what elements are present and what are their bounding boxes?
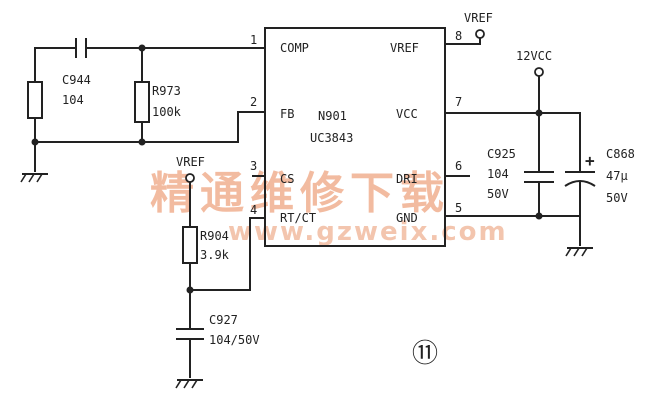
c944-ref: C944 (62, 73, 91, 87)
junction-gnd (535, 212, 543, 220)
ground-left-icon (20, 173, 48, 183)
pin-name-rtct: RT/CT (280, 211, 316, 225)
c868-plate-b (564, 180, 596, 187)
c868-ref: C868 (606, 147, 635, 161)
pin-name-cs: CS (280, 172, 294, 186)
c944-value: 104 (62, 93, 84, 107)
watermark-chinese: 精通维修下载 (150, 168, 450, 219)
watermark-url: www.gzweix.com (228, 217, 508, 247)
c925-ref: C925 (487, 147, 516, 161)
wire-comp (34, 47, 265, 82)
wire-rtct (189, 217, 265, 291)
pin-number-1: 1 (250, 33, 257, 47)
pin-name-dri: DRI (396, 172, 418, 186)
resistor-left (27, 81, 43, 119)
c925-voltage: 50V (487, 187, 509, 201)
ic-body (264, 27, 446, 247)
pin-number-7: 7 (455, 95, 462, 109)
wire-fb (35, 111, 265, 143)
r973-ref: R973 (152, 84, 181, 98)
vcc-terminal (534, 67, 544, 77)
junction-comp (138, 44, 146, 52)
r973-value: 100k (152, 105, 182, 119)
vref-top-label: VREF (464, 11, 493, 25)
junction-fb (138, 138, 146, 146)
pin-name-gnd: GND (396, 211, 418, 225)
pin-name-fb: FB (280, 107, 294, 121)
ground-right-icon (565, 247, 593, 257)
c927-value: 104/50V (209, 333, 260, 347)
wire-vref-top (445, 38, 481, 45)
pin-number-6: 6 (455, 159, 462, 173)
pin-name-vcc: VCC (396, 107, 418, 121)
r904-body (182, 226, 198, 264)
pin-number-4: 4 (250, 203, 257, 217)
vref-top-terminal (475, 29, 485, 39)
c927-ref: C927 (209, 313, 238, 327)
vref-left-label: VREF (176, 155, 205, 169)
pin-name-comp: COMP (280, 41, 309, 55)
r904-value: 3.9k (200, 248, 230, 262)
ic-designator: N901 (318, 109, 347, 123)
c868-value: 47μ (606, 169, 628, 183)
ground-c927-icon (175, 379, 203, 389)
pin-number-5: 5 (455, 201, 462, 215)
pin-number-2: 2 (250, 95, 257, 109)
c868-polarity: + (585, 151, 595, 170)
pin-number-3: 3 (250, 159, 257, 173)
c925-value: 104 (487, 167, 509, 181)
r904-ref: R904 (200, 229, 229, 243)
vcc-label: 12VCC (516, 49, 552, 63)
r973-body (134, 81, 150, 123)
figure-number: ⑪ (412, 339, 438, 369)
wire-vcc (445, 112, 581, 172)
vref-left-terminal (185, 173, 195, 183)
pin-name-vref: VREF (390, 41, 419, 55)
c868-voltage: 50V (606, 191, 628, 205)
ic-part-number: UC3843 (310, 131, 353, 145)
pin-number-8: 8 (455, 29, 462, 43)
